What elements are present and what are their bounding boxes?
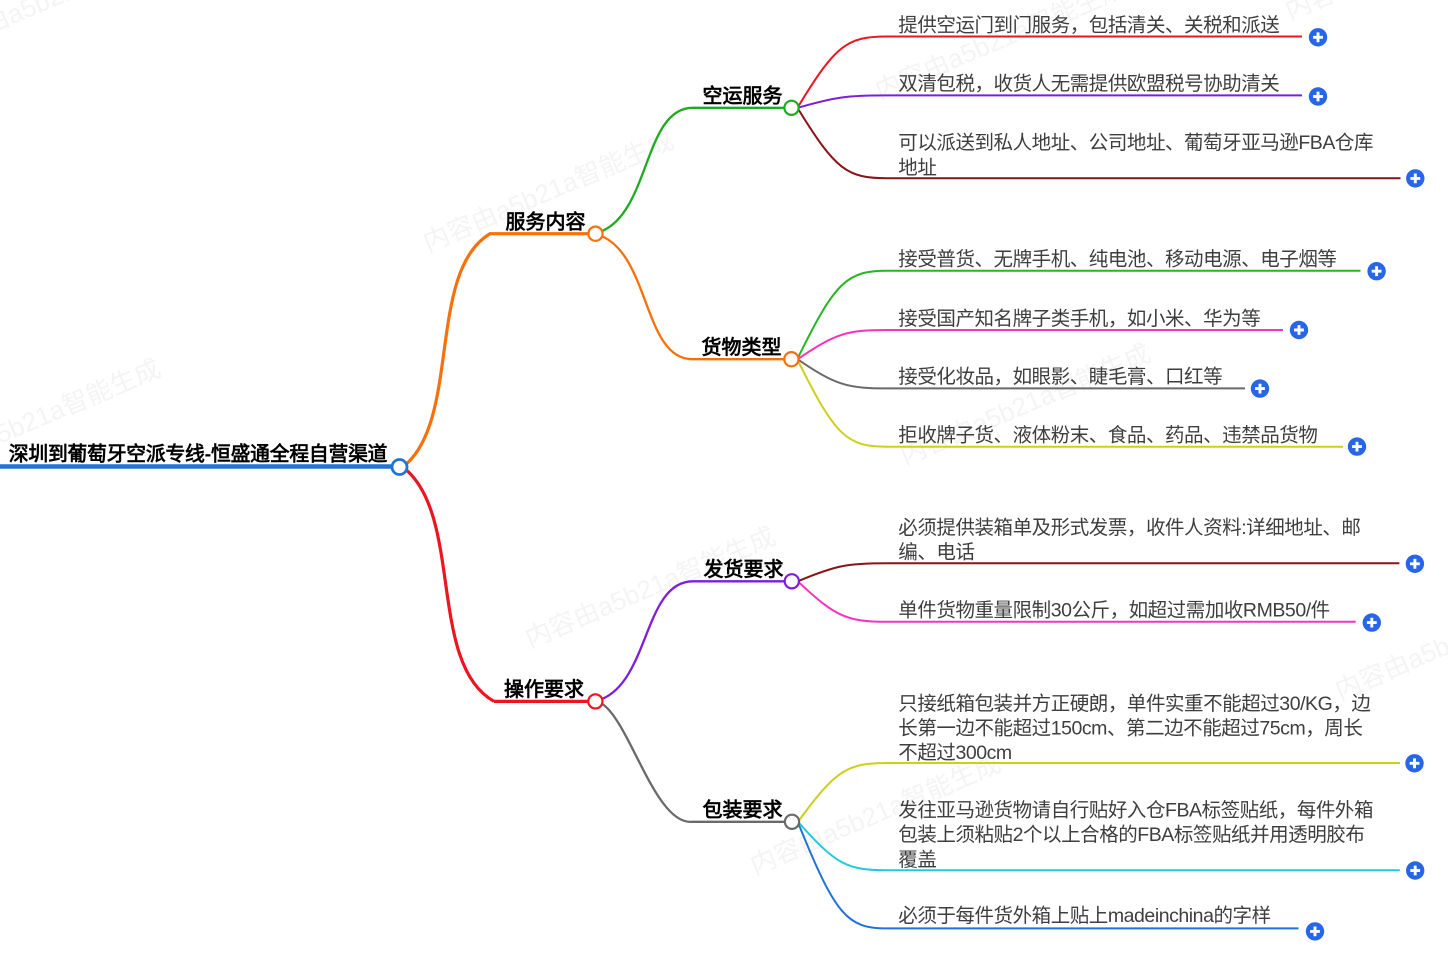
- svg-text:覆盖: 覆盖: [898, 849, 936, 871]
- svg-text:接受普货、无牌手机、纯电池、移动电源、电子烟等: 接受普货、无牌手机、纯电池、移动电源、电子烟等: [898, 249, 1336, 271]
- svg-text:操作要求: 操作要求: [504, 677, 585, 701]
- svg-text:可以派送到私人地址、公司地址、葡萄牙亚马逊FBA仓库: 可以派送到私人地址、公司地址、葡萄牙亚马逊FBA仓库: [898, 132, 1373, 154]
- svg-text:包装要求: 包装要求: [703, 798, 784, 822]
- svg-text:提供空运门到门服务，包括清关、关税和派送: 提供空运门到门服务，包括清关、关税和派送: [898, 14, 1279, 36]
- svg-text:编、电话: 编、电话: [898, 541, 974, 563]
- svg-text:货物类型: 货物类型: [702, 335, 782, 359]
- svg-text:地址: 地址: [898, 157, 936, 179]
- svg-text:必须于每件货外箱上贴上madeinchina的字样: 必须于每件货外箱上贴上madeinchina的字样: [898, 905, 1270, 927]
- svg-text:必须提供装箱单及形式发票，收件人资料:详细地址、邮: 必须提供装箱单及形式发票，收件人资料:详细地址、邮: [898, 517, 1360, 539]
- svg-text:发货要求: 发货要求: [703, 557, 785, 581]
- svg-text:不超过300cm: 不超过300cm: [898, 742, 1011, 764]
- svg-text:接受化妆品，如眼影、睫毛膏、口红等: 接受化妆品，如眼影、睫毛膏、口红等: [898, 365, 1222, 388]
- svg-text:深圳到葡萄牙空派专线-恒盛通全程自营渠道: 深圳到葡萄牙空派专线-恒盛通全程自营渠道: [9, 443, 388, 466]
- svg-text:拒收牌子货、液体粉末、食品、药品、违禁品货物: 拒收牌子货、液体粉末、食品、药品、违禁品货物: [898, 425, 1317, 447]
- svg-text:单件货物重量限制30公斤，如超过需加收RMB50/件: 单件货物重量限制30公斤，如超过需加收RMB50/件: [898, 600, 1329, 622]
- svg-text:发往亚马逊货物请自行贴好入仓FBA标签贴纸，每件外箱: 发往亚马逊货物请自行贴好入仓FBA标签贴纸，每件外箱: [898, 799, 1373, 821]
- svg-text:接受国产知名牌子类手机，如小米、华为等: 接受国产知名牌子类手机，如小米、华为等: [898, 308, 1260, 330]
- svg-text:双清包税，收货人无需提供欧盟税号协助清关: 双清包税，收货人无需提供欧盟税号协助清关: [898, 73, 1279, 95]
- svg-text:包装上须粘贴2个以上合格的FBA标签贴纸并用透明胶布: 包装上须粘贴2个以上合格的FBA标签贴纸并用透明胶布: [898, 824, 1364, 846]
- svg-text:空运服务: 空运服务: [703, 84, 784, 108]
- svg-text:只接纸箱包装并方正硬朗，单件实重不能超过30/KG，边: 只接纸箱包装并方正硬朗，单件实重不能超过30/KG，边: [898, 693, 1370, 715]
- svg-text:长第一边不能超过150cm、第二边不能超过75cm，周长: 长第一边不能超过150cm、第二边不能超过75cm，周长: [898, 718, 1362, 740]
- svg-text:服务内容: 服务内容: [506, 210, 586, 234]
